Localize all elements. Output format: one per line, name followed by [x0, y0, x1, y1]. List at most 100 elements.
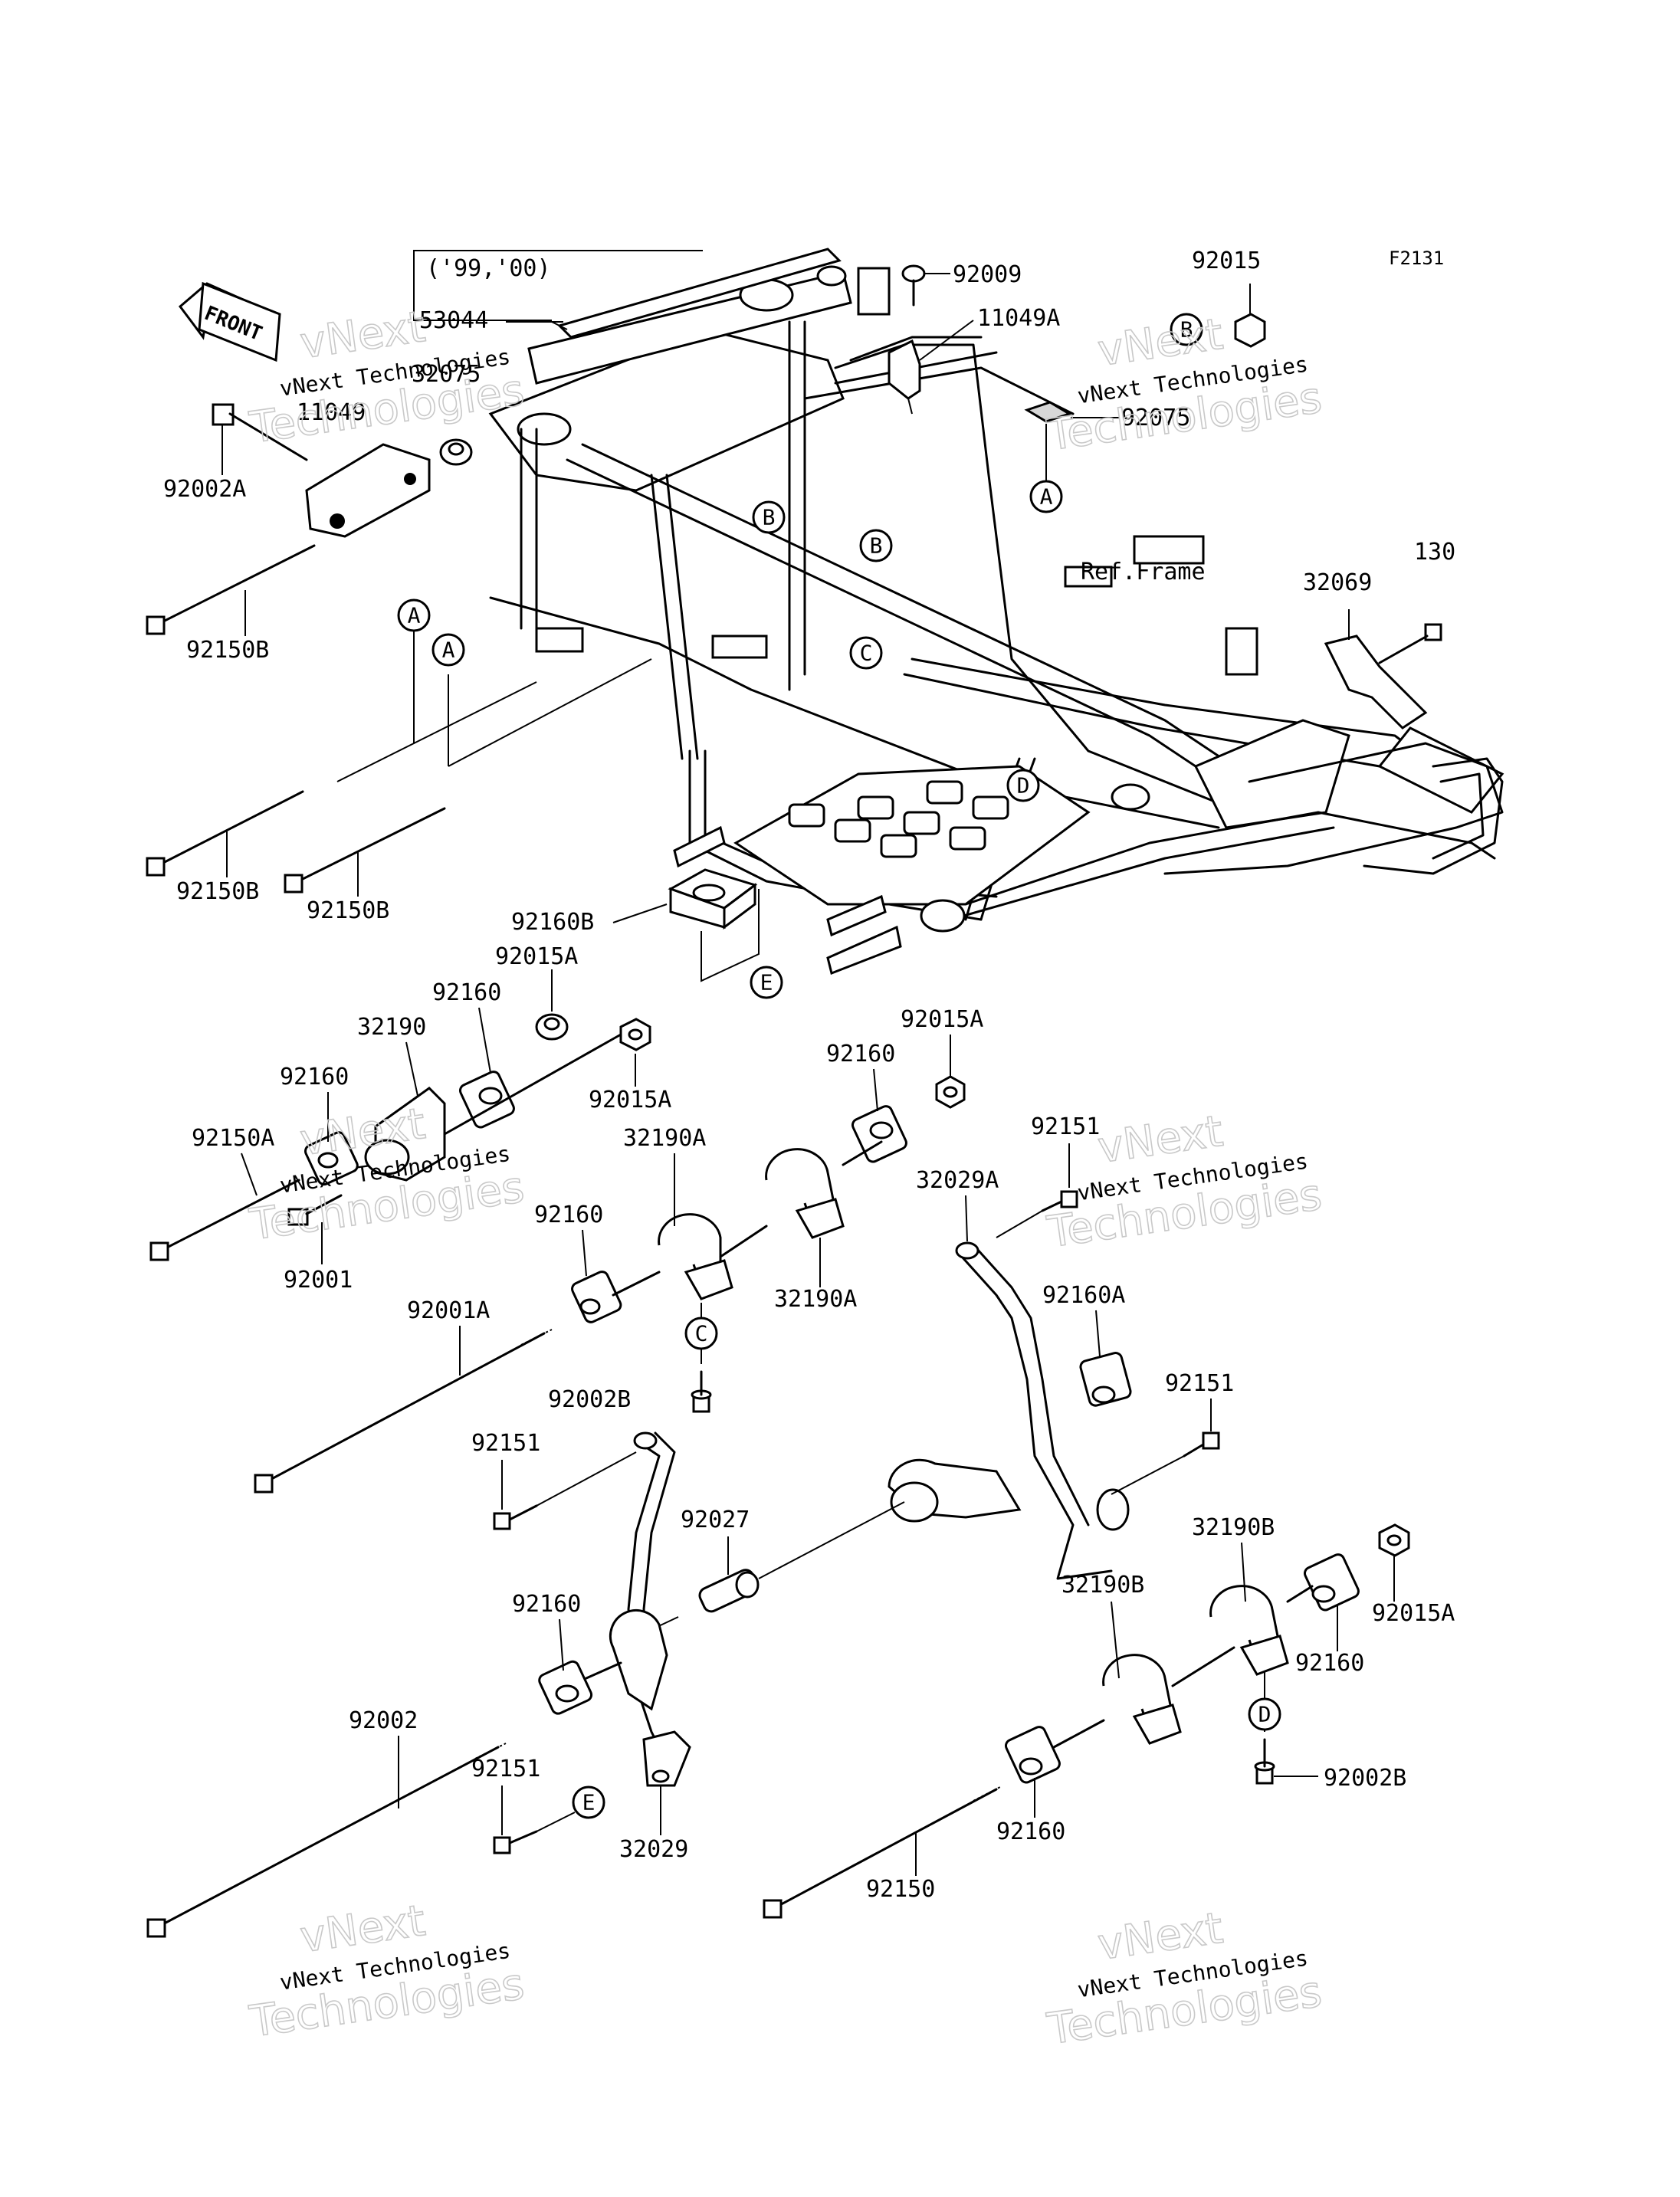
- callout-B-mid2: B: [859, 529, 893, 562]
- figure-code: F2131: [1389, 248, 1444, 269]
- damper-92160a: [1079, 1352, 1132, 1407]
- part-label: 92151: [1165, 1370, 1234, 1397]
- part-label: 92027: [681, 1507, 750, 1533]
- callout-E-mount: E: [572, 1785, 605, 1819]
- callout-B-mid1: B: [752, 500, 786, 534]
- bracket-32190b-lower: [1102, 1646, 1235, 1745]
- bolt-92150b-mid: [146, 790, 304, 877]
- bracket-32069: [1324, 609, 1428, 730]
- callout-D-mount: D: [1248, 1697, 1281, 1731]
- bracket-11049: [305, 443, 431, 538]
- bolt-130: [1378, 623, 1442, 664]
- part-label: 32069: [1303, 569, 1372, 596]
- svg-text:A: A: [442, 638, 455, 663]
- part-label: 92015A: [589, 1087, 671, 1113]
- bolt-92151-left-upper: [493, 1451, 637, 1530]
- bolt-92001a: [254, 1329, 553, 1494]
- part-label: 92150B: [186, 637, 269, 664]
- svg-text:D: D: [1017, 773, 1030, 798]
- part-label: 92160: [512, 1591, 581, 1618]
- bolt-92001: [287, 1194, 343, 1226]
- bolt-92151-left-lower: [493, 1812, 576, 1854]
- part-label: 130: [1414, 539, 1455, 566]
- svg-text:D: D: [1258, 1702, 1271, 1727]
- bracket-32190b-upper: [1209, 1585, 1314, 1676]
- part-label: 92015A: [901, 1006, 983, 1033]
- bolt-92150a: [149, 1179, 300, 1261]
- leader-lines-A: [336, 628, 652, 782]
- callout-A-top: A: [1029, 480, 1063, 513]
- bracket-32190a-lower: [658, 1213, 768, 1300]
- callout-C-mount: C: [684, 1317, 718, 1350]
- part-label: 92151: [471, 1430, 540, 1457]
- callout-D-frame: D: [1006, 769, 1040, 802]
- part-label: 92002B: [1324, 1765, 1406, 1792]
- part-label: 92150A: [192, 1125, 274, 1152]
- svg-text:E: E: [582, 1790, 596, 1815]
- part-label: 11049: [297, 399, 366, 426]
- svg-text:C: C: [860, 641, 873, 666]
- bracket-11049a: [888, 320, 974, 415]
- nut-92015a-right-lower: [1378, 1523, 1410, 1557]
- part-label: 92160: [534, 1202, 603, 1228]
- bracket-32190a-upper: [765, 1140, 883, 1239]
- ref-frame-label: Ref.Frame: [1081, 559, 1206, 585]
- part-labels: F2131 Ref.Frame 53044 92009 92015 11049A…: [163, 248, 1455, 1903]
- part-label: 92002B: [548, 1386, 631, 1413]
- part-label: 92150B: [307, 897, 389, 924]
- svg-text:E: E: [760, 970, 773, 995]
- part-label: 32190: [357, 1014, 426, 1041]
- bolt-92150b-top: [146, 544, 316, 635]
- damper-92160-center: [851, 1105, 907, 1163]
- svg-text:C: C: [695, 1321, 708, 1346]
- part-label: 92150B: [176, 878, 259, 905]
- part-label: 92015A: [1372, 1600, 1455, 1627]
- bolt-92151-right: [1111, 1431, 1220, 1495]
- part-label: 53044: [419, 307, 488, 334]
- damper-92160-right-lower: [1004, 1719, 1105, 1784]
- nut-32075: [439, 438, 473, 466]
- part-label: 32029A: [916, 1167, 999, 1194]
- damper-92160-upper: [458, 1071, 515, 1129]
- frame-drawing: [488, 265, 1504, 976]
- screw-92009: [901, 264, 950, 307]
- watermark-bottom-left: vNext Technologies vNext Technologies: [246, 1895, 528, 2048]
- part-label: 32075: [412, 361, 481, 388]
- part-label: 32190A: [623, 1125, 706, 1152]
- part-label: 92160: [280, 1064, 349, 1090]
- part-label: 92015A: [495, 943, 578, 970]
- part-label: 92002: [349, 1707, 418, 1734]
- bolt-92002a: [212, 403, 308, 461]
- year-note-box: ('99,'00): [413, 248, 842, 339]
- svg-text:B: B: [763, 505, 776, 530]
- damper-92160-right-upper: [1303, 1553, 1360, 1612]
- part-label: 32190B: [1192, 1514, 1275, 1541]
- part-label: 32190A: [774, 1286, 857, 1313]
- part-label: 92151: [1031, 1113, 1100, 1140]
- front-arrow: FRONT: [178, 281, 281, 362]
- part-label: 92001A: [407, 1297, 490, 1324]
- part-label: 92160: [432, 979, 501, 1006]
- nut-92015a-right: [619, 1018, 651, 1051]
- part-label: 92009: [953, 261, 1022, 288]
- part-label: 92160: [1295, 1650, 1364, 1677]
- svg-text:B: B: [870, 533, 883, 559]
- part-label: 92015: [1192, 248, 1261, 274]
- callout-E-frame: E: [750, 966, 783, 999]
- watermark-bottom-right: vNext Technologies vNext Technologies: [1043, 1903, 1325, 2055]
- nut-92015: [1234, 284, 1266, 348]
- bolt-92002: [146, 1743, 507, 1938]
- part-label: 11049A: [977, 305, 1060, 332]
- part-label: 92002A: [163, 476, 246, 503]
- part-label: 92001: [284, 1267, 353, 1294]
- part-label: 92151: [471, 1756, 540, 1782]
- pad-92075: [1024, 401, 1119, 483]
- callout-A-left1: A: [397, 598, 431, 632]
- part-label: 92160B: [511, 909, 594, 936]
- callout-C-frame: C: [849, 636, 883, 670]
- damper-92160-lower: [304, 1131, 359, 1186]
- damper-92160-left-lower: [538, 1660, 622, 1715]
- part-label: 32190B: [1061, 1572, 1144, 1599]
- bracket-32029a: [888, 1241, 1130, 1580]
